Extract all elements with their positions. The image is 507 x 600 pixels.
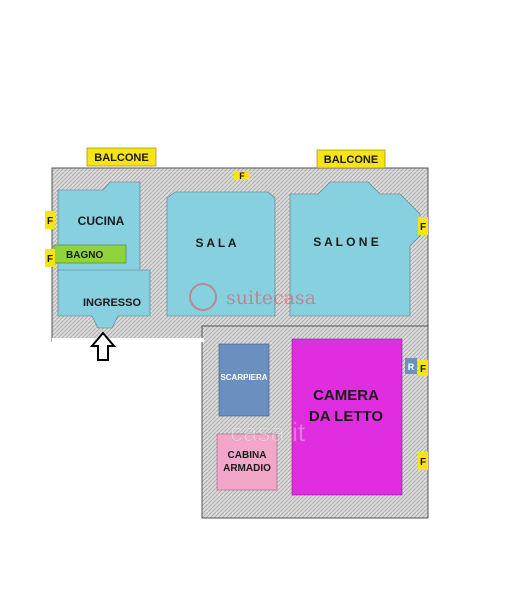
window-marker-top: F: [239, 171, 245, 181]
bagno-label: BAGNO: [66, 250, 103, 261]
ingresso-label: INGRESSO: [83, 297, 142, 309]
window-marker-salone: F: [420, 222, 426, 233]
sala-label: S A L A: [195, 236, 236, 250]
cabina-label-line1: CABINA: [228, 450, 267, 461]
watermark-logo-text: suitecasa: [226, 287, 316, 309]
balcone-left-box: [86, 147, 157, 167]
cabina-room: [216, 433, 278, 491]
salone-room: [289, 181, 421, 317]
camera-label-line1: CAMERA: [313, 387, 379, 404]
sala-room: [166, 191, 276, 317]
balcone-left-label: BALCONE: [94, 152, 148, 164]
casa-watermark: casa.it: [230, 417, 306, 448]
entrance-arrow-icon: [89, 331, 117, 361]
balcone-right-box: [316, 149, 386, 169]
window-marker-cucina: F: [47, 216, 53, 227]
ingresso-room: [57, 269, 151, 329]
salone-label: S A L O N E: [313, 235, 379, 249]
radiator-marker: R: [408, 362, 415, 372]
cabina-label-line2: ARMADIO: [223, 463, 271, 474]
scarpiera-room: [218, 343, 270, 417]
window-marker-bagno: F: [47, 254, 53, 265]
watermark-site-text: casa.it: [230, 417, 306, 447]
scarpiera-label: SCARPIERA: [220, 373, 267, 382]
window-markers: F F F F F F R: [45, 171, 428, 470]
window-marker-camera: F: [420, 364, 426, 375]
camera-label-line2: DA LETTO: [309, 408, 383, 425]
cucina-label: CUCINA: [78, 214, 125, 228]
suitecasa-watermark: suitecasa: [189, 283, 316, 311]
window-marker-camera-lower: F: [420, 457, 426, 468]
camera-room: [291, 338, 403, 496]
balcone-right-label: BALCONE: [324, 154, 378, 166]
